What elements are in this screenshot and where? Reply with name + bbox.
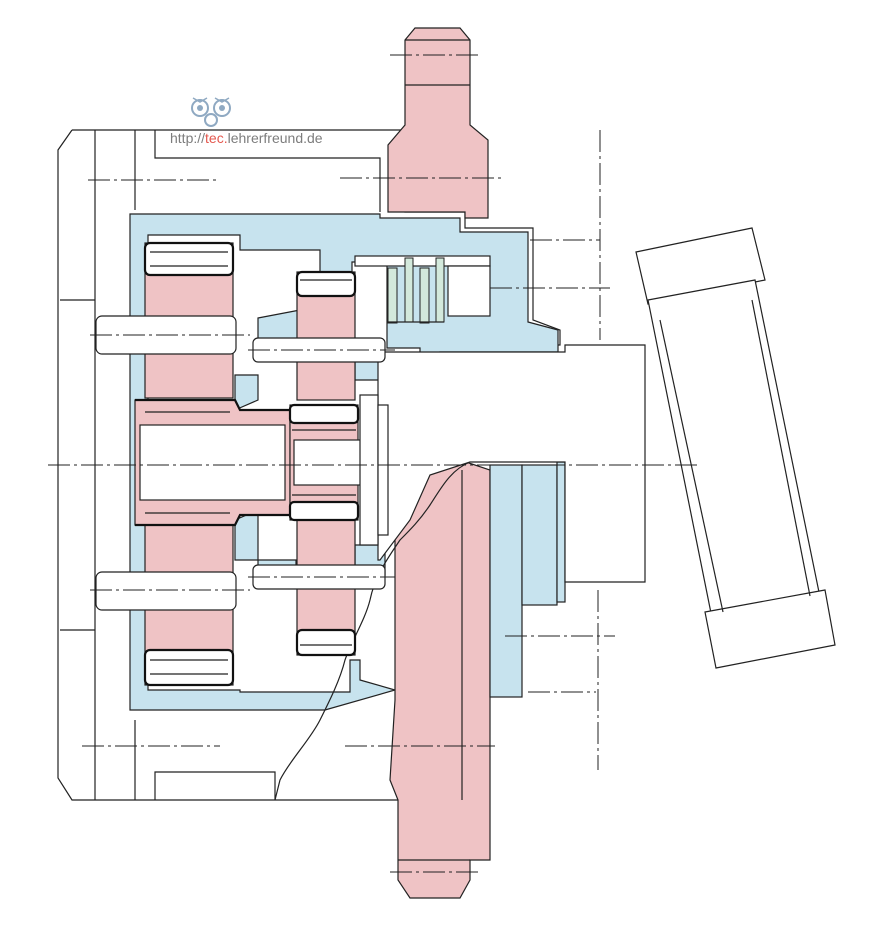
output-bearing-stack [489, 461, 566, 698]
owl-gears-logo [191, 97, 231, 127]
watermark: http://tec.lehrerfreund.de [170, 97, 323, 146]
center-lines [48, 54, 700, 873]
input-shaft-main [377, 344, 646, 583]
watermark-url-suffix: lehrerfreund.de [228, 130, 323, 146]
sun-gear-stage1 [134, 398, 291, 527]
svg-text:http://tec.lehrerfreund.de: http://tec.lehrerfreund.de [170, 130, 323, 146]
planet-pins-stage1 [95, 315, 237, 611]
output-gear-large [387, 27, 491, 899]
watermark-url-highlight: tec. [205, 130, 228, 146]
carrier-plate-stage2 [359, 394, 389, 546]
labyrinth-seal [354, 255, 491, 324]
section-break-line [274, 461, 471, 801]
planet-gear-stage2-top [295, 270, 357, 401]
drive-motor-tilted [635, 227, 836, 669]
watermark-url-prefix: http:// [170, 130, 205, 146]
